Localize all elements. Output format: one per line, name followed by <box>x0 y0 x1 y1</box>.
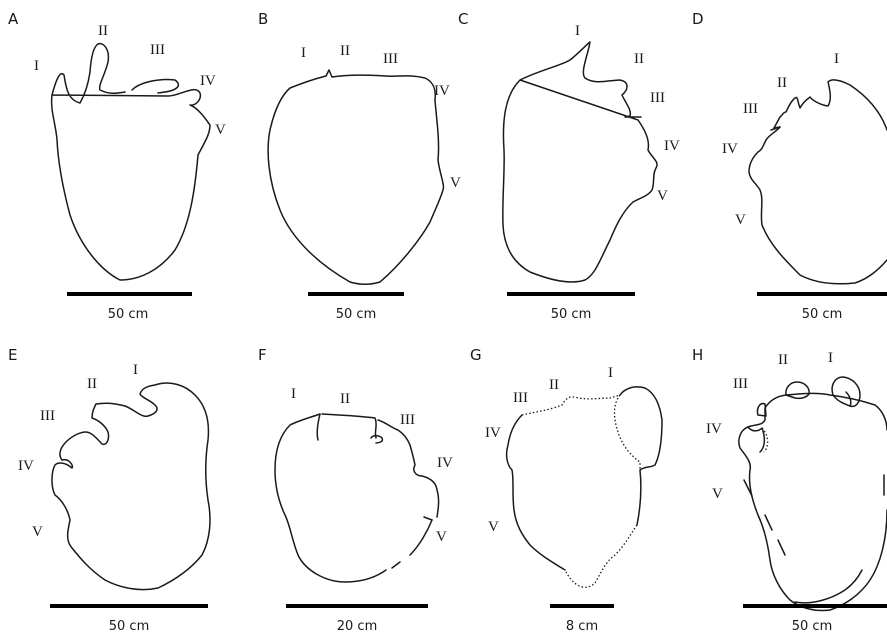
label-e-ii: II <box>87 376 97 392</box>
outline-h-knob-i-inner <box>845 391 852 407</box>
label-h-v: V <box>712 486 723 502</box>
panel-a: A I II III IV V 50 cm <box>8 10 226 322</box>
label-a-iii: III <box>150 42 165 58</box>
outline-f-notch-a <box>370 434 384 444</box>
scale-label-h: 50 cm <box>792 619 833 634</box>
label-h-iii: III <box>733 376 748 392</box>
scale-label-f: 20 cm <box>337 619 378 634</box>
outline-f <box>274 413 440 583</box>
panel-letter-b: B <box>258 10 268 28</box>
outline-b <box>267 69 445 285</box>
panel-d: D I II III IV V 50 cm <box>692 10 887 322</box>
panel-g: G I II III IV V 8 cm <box>470 346 663 634</box>
label-d-i: I <box>834 51 839 67</box>
label-f-v: V <box>436 529 447 545</box>
label-c-ii: II <box>634 51 644 67</box>
label-c-i: I <box>575 23 580 39</box>
scale-label-g: 8 cm <box>566 619 598 634</box>
scale-bar-b <box>308 292 404 296</box>
label-h-i: I <box>828 350 833 366</box>
outline-g-dotted-lobe <box>613 394 641 470</box>
label-g-iv: IV <box>485 425 501 441</box>
outline-g-solid-right <box>619 386 663 526</box>
outline-a <box>50 42 211 281</box>
outline-d <box>748 79 887 285</box>
outline-h-inner-bottom <box>794 569 863 604</box>
scale-label-b: 50 cm <box>336 307 377 322</box>
outline-d-notch <box>770 126 781 131</box>
scale-bar-f <box>286 604 428 608</box>
panel-letter-e: E <box>8 346 17 364</box>
label-h-iv: IV <box>706 421 722 437</box>
label-b-ii: II <box>340 43 350 59</box>
label-f-ii: II <box>340 391 350 407</box>
panel-c: C I II III IV V 50 cm <box>458 10 680 322</box>
scale-bar-g <box>550 604 614 608</box>
scale-bar-h <box>743 604 887 608</box>
label-c-v: V <box>657 188 668 204</box>
label-h-ii: II <box>778 352 788 368</box>
panel-b: B I II III IV V 50 cm <box>258 10 461 322</box>
label-b-iii: III <box>383 51 398 67</box>
scale-label-c: 50 cm <box>551 307 592 322</box>
label-d-iv: IV <box>722 141 738 157</box>
panel-letter-f: F <box>258 346 267 364</box>
outline-f-notch-b <box>423 516 433 521</box>
label-e-i: I <box>133 362 138 378</box>
outline-h-knob-iv <box>747 426 766 453</box>
panel-e: E I II III IV V 50 cm <box>8 346 211 634</box>
scale-bar-a <box>67 292 192 296</box>
label-d-ii: II <box>777 75 787 91</box>
label-c-iii: III <box>650 90 665 106</box>
scale-label-d: 50 cm <box>802 307 843 322</box>
label-a-ii: II <box>98 23 108 39</box>
label-f-i: I <box>291 386 296 402</box>
label-a-iv: IV <box>200 73 216 89</box>
outline-h <box>738 392 887 612</box>
label-e-iii: III <box>40 408 55 424</box>
outline-h-inner-left <box>743 479 786 556</box>
outline-e <box>51 382 211 591</box>
label-a-i: I <box>34 58 39 74</box>
label-g-v: V <box>488 519 499 535</box>
label-b-iv: IV <box>434 83 450 99</box>
label-g-iii: III <box>513 390 528 406</box>
panel-letter-c: C <box>458 10 468 28</box>
scale-bar-d <box>757 292 887 296</box>
label-e-v: V <box>32 524 43 540</box>
scale-bar-c <box>507 292 635 296</box>
outline-c <box>502 41 658 283</box>
panel-letter-d: D <box>692 10 704 28</box>
label-a-v: V <box>215 122 226 138</box>
scale-bar-e <box>50 604 208 608</box>
label-d-v: V <box>735 212 746 228</box>
label-f-iii: III <box>400 412 415 428</box>
scale-label-e: 50 cm <box>109 619 150 634</box>
label-b-v: V <box>450 175 461 191</box>
panel-letter-a: A <box>8 10 19 28</box>
label-g-i: I <box>608 365 613 381</box>
outline-g-dotted-bottom <box>564 524 638 588</box>
label-d-iii: III <box>743 101 758 117</box>
label-g-ii: II <box>549 377 559 393</box>
panel-letter-g: G <box>470 346 482 364</box>
outline-h-knob-iii <box>756 402 767 417</box>
label-e-iv: IV <box>18 458 34 474</box>
outline-h-knob-i <box>831 376 861 408</box>
label-b-i: I <box>301 45 306 61</box>
label-c-iv: IV <box>664 138 680 154</box>
outline-g-dotted-top <box>521 394 621 416</box>
outline-h-knob-ii <box>785 381 810 400</box>
scale-label-a: 50 cm <box>108 307 149 322</box>
panel-f: F I II III IV V 20 cm <box>258 346 453 634</box>
label-f-iv: IV <box>437 455 453 471</box>
panel-h: H I II III IV V 50 cm <box>692 346 887 634</box>
panel-letter-h: H <box>692 346 703 364</box>
outline-g-solid <box>505 414 566 571</box>
